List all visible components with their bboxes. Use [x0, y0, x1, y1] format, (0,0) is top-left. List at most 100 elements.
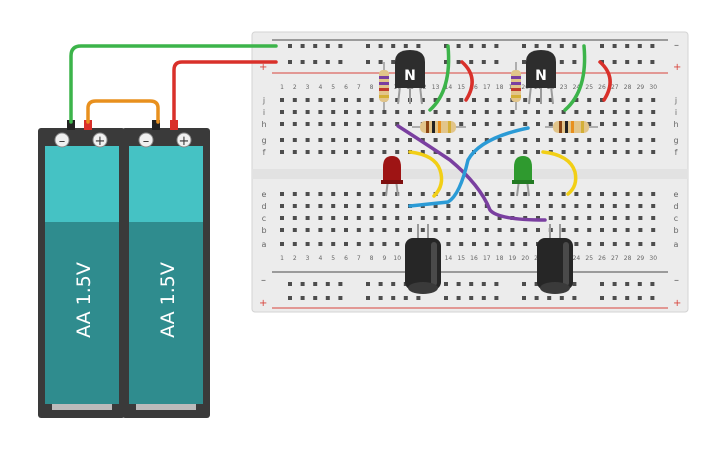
rail-hole[interactable] [366, 44, 370, 48]
rail-hole[interactable] [313, 296, 318, 300]
breadboard-hole[interactable] [433, 110, 438, 114]
rail-hole[interactable] [559, 60, 564, 64]
breadboard-hole[interactable] [331, 204, 336, 208]
breadboard-hole[interactable] [625, 98, 630, 102]
battery-2-plus-terminal[interactable] [176, 132, 192, 148]
breadboard-hole[interactable] [292, 192, 297, 196]
rail-hole[interactable] [637, 44, 642, 48]
breadboard-hole[interactable] [459, 216, 464, 220]
breadboard-hole[interactable] [446, 242, 451, 246]
breadboard-hole[interactable] [433, 216, 438, 220]
breadboard-hole[interactable] [395, 204, 400, 208]
breadboard-hole[interactable] [305, 122, 310, 126]
rail-hole[interactable] [547, 296, 552, 300]
breadboard-hole[interactable] [318, 204, 323, 208]
rail-hole[interactable] [522, 296, 526, 300]
breadboard-hole[interactable] [408, 228, 412, 232]
breadboard-hole[interactable] [638, 98, 643, 102]
breadboard-hole[interactable] [651, 228, 656, 232]
breadboard-hole[interactable] [600, 192, 604, 196]
breadboard-hole[interactable] [395, 98, 400, 102]
breadboard-hole[interactable] [318, 228, 323, 232]
breadboard-hole[interactable] [510, 150, 515, 154]
breadboard-hole[interactable] [536, 192, 540, 196]
rail-hole[interactable] [612, 60, 617, 64]
breadboard-hole[interactable] [612, 192, 617, 196]
breadboard-hole[interactable] [561, 192, 566, 196]
breadboard-hole[interactable] [510, 110, 515, 114]
breadboard-hole[interactable] [548, 110, 553, 114]
breadboard-hole[interactable] [548, 98, 553, 102]
breadboard-hole[interactable] [574, 228, 579, 232]
capacitor-2[interactable] [537, 224, 573, 294]
breadboard-hole[interactable] [459, 122, 464, 126]
rail-hole[interactable] [481, 60, 486, 64]
rail-hole[interactable] [625, 282, 630, 286]
rail-hole[interactable] [300, 296, 305, 300]
rail-hole[interactable] [481, 296, 486, 300]
breadboard-hole[interactable] [587, 216, 592, 220]
breadboard-hole[interactable] [459, 150, 464, 154]
rail-hole[interactable] [469, 60, 474, 64]
breadboard-hole[interactable] [638, 122, 643, 126]
breadboard-hole[interactable] [305, 138, 310, 142]
breadboard-hole[interactable] [523, 204, 528, 208]
breadboard-hole[interactable] [497, 242, 502, 246]
breadboard-hole[interactable] [651, 192, 656, 196]
breadboard-hole[interactable] [356, 122, 361, 126]
breadboard-hole[interactable] [305, 228, 310, 232]
breadboard-hole[interactable] [600, 204, 604, 208]
breadboard-hole[interactable] [497, 138, 502, 142]
breadboard-hole[interactable] [446, 150, 451, 154]
rail-hole[interactable] [444, 44, 448, 48]
rail-hole[interactable] [288, 282, 292, 286]
breadboard-hole[interactable] [305, 216, 310, 220]
rail-hole[interactable] [366, 296, 370, 300]
breadboard-hole[interactable] [305, 150, 310, 154]
breadboard-hole[interactable] [408, 216, 412, 220]
breadboard-hole[interactable] [510, 192, 515, 196]
breadboard-hole[interactable] [523, 150, 528, 154]
breadboard-hole[interactable] [523, 138, 528, 142]
rail-hole[interactable] [572, 282, 577, 286]
breadboard-hole[interactable] [369, 216, 374, 220]
breadboard-hole[interactable] [523, 110, 528, 114]
breadboard-hole[interactable] [280, 110, 284, 114]
breadboard-hole[interactable] [420, 98, 425, 102]
breadboard-hole[interactable] [638, 216, 643, 220]
rail-hole[interactable] [391, 44, 396, 48]
rail-hole[interactable] [288, 44, 292, 48]
breadboard-hole[interactable] [484, 192, 489, 196]
breadboard-hole[interactable] [497, 150, 502, 154]
rail-hole[interactable] [456, 296, 461, 300]
rail-hole[interactable] [650, 44, 655, 48]
rail-hole[interactable] [522, 60, 526, 64]
rail-hole[interactable] [494, 282, 499, 286]
breadboard-hole[interactable] [344, 150, 348, 154]
rail-hole[interactable] [612, 282, 617, 286]
breadboard-hole[interactable] [574, 242, 579, 246]
breadboard-hole[interactable] [600, 98, 604, 102]
transistor-2[interactable]: N [526, 50, 556, 105]
breadboard-hole[interactable] [318, 216, 323, 220]
breadboard-hole[interactable] [344, 216, 348, 220]
breadboard-hole[interactable] [318, 110, 323, 114]
breadboard-hole[interactable] [484, 242, 489, 246]
wire-red-1[interactable] [460, 60, 474, 102]
rail-hole[interactable] [637, 296, 642, 300]
breadboard-hole[interactable] [523, 98, 528, 102]
breadboard-hole[interactable] [497, 228, 502, 232]
rail-hole[interactable] [534, 296, 539, 300]
breadboard-hole[interactable] [523, 122, 528, 126]
breadboard-hole[interactable] [612, 138, 617, 142]
breadboard-hole[interactable] [369, 150, 374, 154]
breadboard-hole[interactable] [344, 192, 348, 196]
led-red[interactable] [381, 156, 403, 197]
breadboard-hole[interactable] [587, 192, 592, 196]
resistor-horizontal-2[interactable] [545, 121, 598, 133]
rail-hole[interactable] [325, 60, 330, 64]
breadboard-hole[interactable] [561, 138, 566, 142]
breadboard-hole[interactable] [318, 192, 323, 196]
breadboard-hole[interactable] [408, 110, 412, 114]
rail-hole[interactable] [572, 60, 577, 64]
